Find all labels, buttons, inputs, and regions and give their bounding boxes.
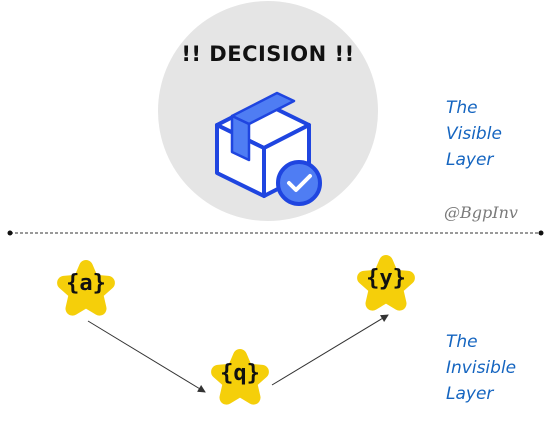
- divider-end-right: [538, 230, 544, 236]
- arrow-a-to-q: [87, 320, 206, 393]
- node-a-label: {a}: [66, 271, 106, 296]
- node-a-badge: [57, 260, 115, 316]
- divider-end-left: [7, 230, 13, 236]
- visible-layer-line-3: Layer: [446, 150, 494, 170]
- decision-title: !! DECISION !!: [181, 42, 355, 66]
- node-y-badge: [357, 255, 415, 311]
- node-q-badge: [211, 349, 269, 405]
- node-y-label: {y}: [366, 266, 406, 291]
- visible-layer-line-1: The: [446, 98, 478, 118]
- arrow-q-to-y: [271, 314, 389, 386]
- invisible-layer-line-1: The: [446, 332, 478, 352]
- visible-layer-label: The Visible Layer: [446, 95, 502, 173]
- package-check-icon: [215, 91, 322, 206]
- invisible-layer-line-2: Invisible: [446, 358, 517, 378]
- invisible-layer-label: The Invisible Layer: [446, 329, 516, 407]
- node-q-label: {q}: [220, 361, 260, 386]
- author-watermark: @BgpInv: [444, 203, 518, 222]
- visible-layer-line-2: Visible: [446, 124, 502, 144]
- invisible-layer-line-3: Layer: [446, 384, 494, 404]
